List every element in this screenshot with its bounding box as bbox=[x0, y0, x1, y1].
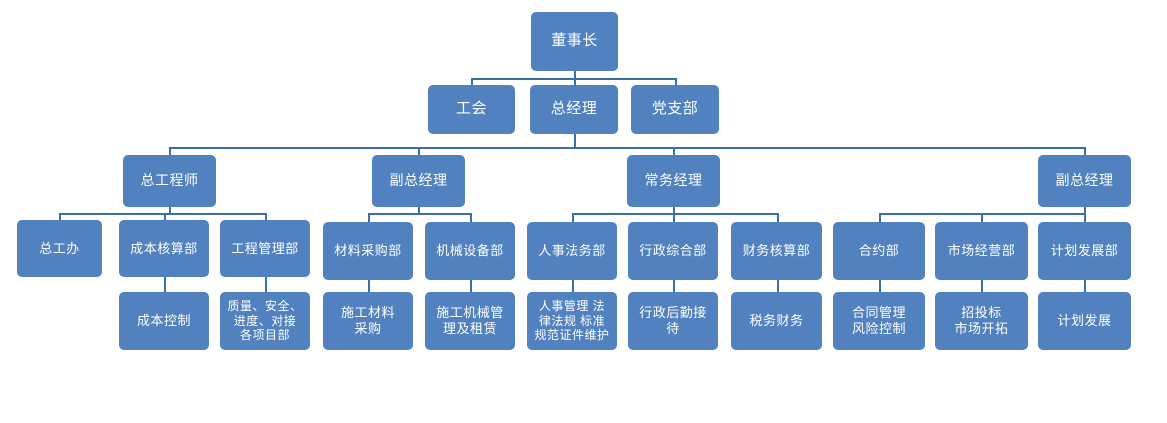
connector-machinery-equipment-up bbox=[470, 213, 472, 222]
node-hr-legal-duties-label: 人事管理 法 律法规 标准 规范证件维护 bbox=[534, 299, 610, 343]
connector-engineering-mgmt-up bbox=[265, 213, 267, 220]
node-chairman-label: 董事长 bbox=[551, 32, 598, 50]
connector-hr-legal-down bbox=[572, 280, 574, 292]
node-admin-logistics-reception[interactable]: 行政后勤接 待 bbox=[628, 292, 718, 350]
node-deputy-gm-right-label: 副总经理 bbox=[1055, 172, 1114, 189]
node-chairman[interactable]: 董事长 bbox=[531, 12, 618, 71]
node-finance-accounting-dept[interactable]: 财务核算部 bbox=[731, 222, 822, 280]
connector-plan-development-down bbox=[1084, 280, 1086, 292]
node-hr-legal-dept-label: 人事法务部 bbox=[538, 243, 606, 259]
node-construction-material-purchase[interactable]: 施工材料 采购 bbox=[323, 292, 413, 350]
connector-material-purchasing-up bbox=[368, 213, 370, 222]
node-contract-mgmt-risk-control[interactable]: 合同管理 风险控制 bbox=[833, 292, 925, 350]
node-cost-control-label: 成本控制 bbox=[136, 313, 191, 329]
node-engineering-mgmt-dept-label: 工程管理部 bbox=[231, 240, 299, 256]
connector-deputy-left-up bbox=[418, 147, 420, 155]
connector-contract-dept-up bbox=[879, 213, 881, 222]
connector-finance-accounting-down bbox=[777, 280, 779, 292]
connector-row2-bus bbox=[471, 78, 676, 80]
connector-union-up bbox=[471, 78, 473, 85]
node-finance-accounting-dept-label: 财务核算部 bbox=[742, 243, 811, 259]
connector-plan-development-up bbox=[1084, 213, 1086, 222]
node-general-manager[interactable]: 总经理 bbox=[530, 85, 618, 134]
connector-deputy-left-down bbox=[418, 207, 420, 214]
node-tax-finance-label: 税务财务 bbox=[749, 313, 804, 329]
connector-chief-engineer-bus bbox=[59, 213, 266, 215]
node-cost-accounting-dept[interactable]: 成本核算部 bbox=[119, 220, 209, 277]
node-chief-eng-office[interactable]: 总工办 bbox=[17, 220, 102, 277]
node-general-manager-label: 总经理 bbox=[550, 100, 598, 118]
node-executive-manager-label: 常务经理 bbox=[644, 172, 703, 189]
connector-executive-up bbox=[673, 147, 675, 155]
node-bidding-market-expansion[interactable]: 招投标 市场开拓 bbox=[935, 292, 1028, 350]
node-cost-accounting-dept-label: 成本核算部 bbox=[130, 240, 198, 256]
node-admin-general-dept[interactable]: 行政综合部 bbox=[628, 222, 718, 280]
node-machinery-equipment-dept[interactable]: 机械设备部 bbox=[425, 222, 515, 280]
node-market-operation-dept-label: 市场经营部 bbox=[947, 243, 1016, 259]
node-material-purchasing-dept[interactable]: 材料采购部 bbox=[323, 222, 413, 280]
node-plan-development-dept-label: 计划发展部 bbox=[1050, 243, 1119, 259]
node-deputy-gm-right[interactable]: 副总经理 bbox=[1038, 155, 1131, 207]
node-contract-mgmt-risk-control-label: 合同管理 风险控制 bbox=[851, 305, 906, 336]
connector-market-operation-down bbox=[981, 280, 983, 292]
node-party-branch-label: 党支部 bbox=[651, 100, 699, 118]
node-executive-manager[interactable]: 常务经理 bbox=[627, 155, 720, 207]
node-chief-engineer[interactable]: 总工程师 bbox=[123, 155, 216, 207]
connector-cost-accounting-down bbox=[164, 277, 166, 292]
node-hr-legal-dept[interactable]: 人事法务部 bbox=[527, 222, 617, 280]
node-material-purchasing-dept-label: 材料采购部 bbox=[334, 243, 402, 259]
node-plan-development-dept[interactable]: 计划发展部 bbox=[1038, 222, 1131, 280]
node-hr-legal-duties[interactable]: 人事管理 法 律法规 标准 规范证件维护 bbox=[527, 292, 617, 350]
node-quality-safety-progress[interactable]: 质量、安全、 进度、对接 各项目部 bbox=[220, 292, 310, 350]
node-contract-dept[interactable]: 合约部 bbox=[833, 222, 925, 280]
node-union-label: 工会 bbox=[455, 100, 487, 118]
node-deputy-gm-left[interactable]: 副总经理 bbox=[372, 155, 465, 207]
connector-finance-accounting-up bbox=[777, 213, 779, 222]
connector-chief-engineer-down bbox=[169, 207, 171, 214]
connector-deputy-left-bus bbox=[368, 213, 471, 215]
node-union[interactable]: 工会 bbox=[428, 85, 515, 134]
node-quality-safety-progress-label: 质量、安全、 进度、对接 各项目部 bbox=[227, 299, 303, 343]
connector-chief-eng-office-up bbox=[59, 213, 61, 220]
connector-hr-legal-up bbox=[572, 213, 574, 222]
node-construction-material-purchase-label: 施工材料 采购 bbox=[340, 305, 395, 336]
node-plan-development[interactable]: 计划发展 bbox=[1038, 292, 1131, 350]
connector-executive-down bbox=[673, 207, 675, 214]
connector-admin-general-up bbox=[673, 213, 675, 222]
node-machinery-equipment-dept-label: 机械设备部 bbox=[436, 243, 504, 259]
node-construction-machinery-mgmt-label: 施工机械管 理及租赁 bbox=[436, 305, 504, 336]
node-admin-general-dept-label: 行政综合部 bbox=[639, 243, 707, 259]
node-bidding-market-expansion-label: 招投标 市场开拓 bbox=[954, 305, 1009, 336]
connector-admin-general-down bbox=[673, 280, 675, 292]
node-party-branch[interactable]: 党支部 bbox=[631, 85, 719, 134]
node-tax-finance[interactable]: 税务财务 bbox=[731, 292, 822, 350]
connector-material-purchasing-down bbox=[368, 280, 370, 292]
connector-machinery-equipment-down bbox=[470, 280, 472, 292]
connector-engineering-mgmt-down bbox=[265, 277, 267, 292]
node-chief-eng-office-label: 总工办 bbox=[39, 240, 80, 256]
node-market-operation-dept[interactable]: 市场经营部 bbox=[935, 222, 1028, 280]
node-contract-dept-label: 合约部 bbox=[858, 243, 900, 259]
connector-gm-down bbox=[574, 134, 576, 148]
node-chief-engineer-label: 总工程师 bbox=[140, 172, 199, 189]
connector-contract-dept-down bbox=[879, 280, 881, 292]
connector-market-operation-up bbox=[981, 213, 983, 222]
connector-row3-bus bbox=[169, 147, 1084, 149]
connector-deputy-right-down bbox=[1084, 207, 1086, 214]
connector-gm-up bbox=[574, 78, 576, 85]
node-engineering-mgmt-dept[interactable]: 工程管理部 bbox=[220, 220, 310, 277]
node-admin-logistics-reception-label: 行政后勤接 待 bbox=[639, 305, 707, 336]
connector-chief-engineer-up bbox=[169, 147, 171, 155]
node-cost-control[interactable]: 成本控制 bbox=[119, 292, 209, 350]
connector-party-up bbox=[675, 78, 677, 85]
connector-cost-accounting-up bbox=[164, 213, 166, 220]
connector-deputy-right-up bbox=[1084, 147, 1086, 155]
node-construction-machinery-mgmt[interactable]: 施工机械管 理及租赁 bbox=[425, 292, 515, 350]
node-plan-development-label: 计划发展 bbox=[1057, 313, 1112, 329]
node-deputy-gm-left-label: 副总经理 bbox=[389, 172, 448, 189]
connector-executive-bus bbox=[572, 213, 778, 215]
